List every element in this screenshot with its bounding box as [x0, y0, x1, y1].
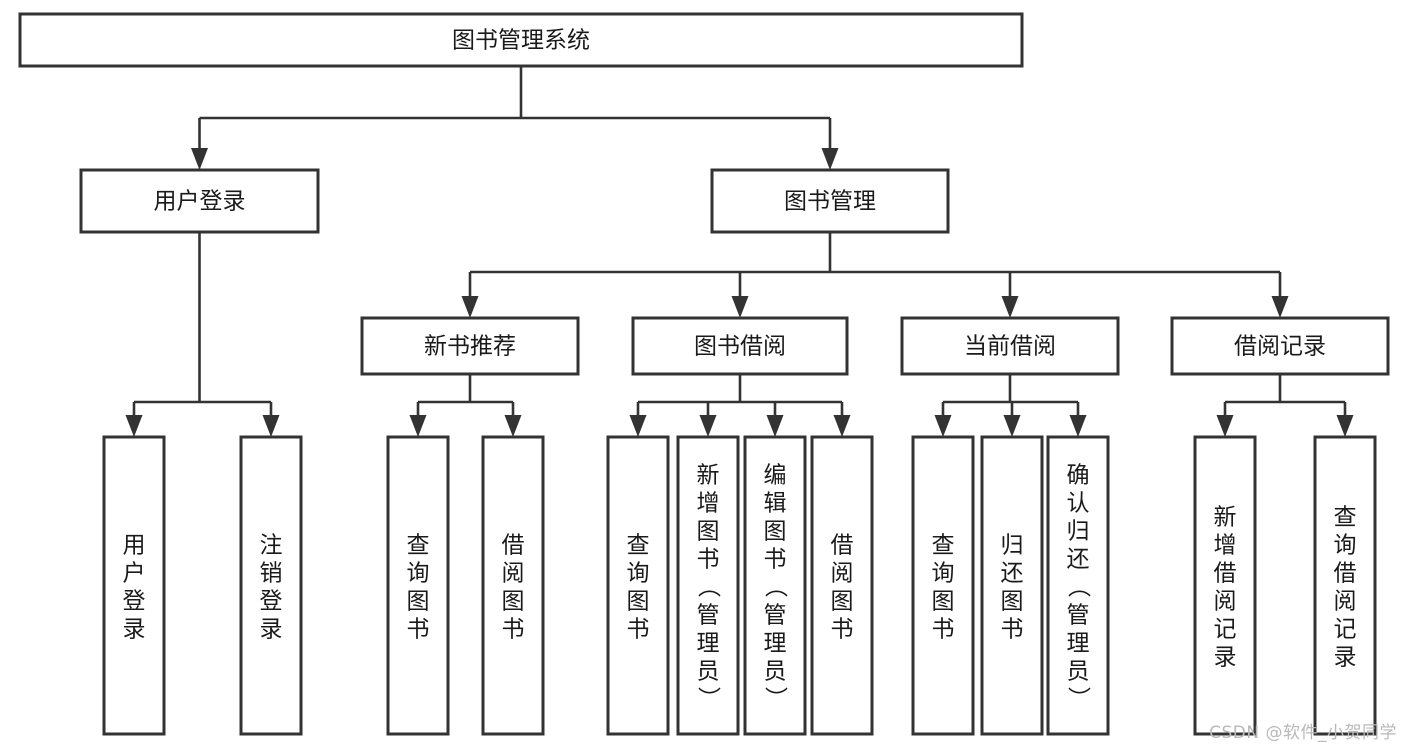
node-label: 归还图书 [1001, 532, 1024, 642]
arrow-head-icon [934, 415, 952, 437]
node-l-query-book-2[interactable]: 查询图书 [606, 435, 670, 736]
arrow-head-icon [699, 415, 717, 437]
node-l-query-book-1[interactable]: 查询图书 [386, 435, 450, 736]
node-root[interactable]: 图书管理系统 [18, 12, 1024, 68]
node-l-edit-book[interactable]: 编辑图书（管理员） [743, 435, 807, 736]
node-box [239, 435, 303, 736]
node-box [911, 435, 975, 736]
node-l-add-book[interactable]: 新增图书（管理员） [676, 435, 740, 736]
node-label: 查询图书 [932, 532, 955, 642]
node-label: 查询图书 [407, 532, 430, 642]
node-box [980, 435, 1044, 736]
node-box [676, 435, 740, 736]
node-l-borrow-book-2[interactable]: 借阅图书 [810, 435, 874, 736]
node-label: 新增借阅记录 [1214, 504, 1237, 670]
node-n-user-login[interactable]: 用户登录 [79, 168, 320, 234]
node-layer: 图书管理系统用户登录图书管理新书推荐图书借阅当前借阅借阅记录用户登录注销登录查询… [18, 12, 1390, 736]
node-label: 用户登录 [123, 532, 146, 642]
node-label: 用户登录 [154, 189, 246, 215]
node-box [386, 435, 450, 736]
node-label: 新书推荐 [424, 334, 516, 360]
node-label: 图书管理系统 [452, 28, 590, 54]
node-n-book-borrow[interactable]: 图书借阅 [631, 316, 849, 376]
arrow-head-icon [504, 415, 522, 437]
node-box [631, 316, 849, 376]
node-label: 新增图书（管理员） [697, 462, 722, 712]
node-label: 借阅图书 [502, 532, 525, 642]
node-l-user-logout[interactable]: 注销登录 [239, 435, 303, 736]
node-box [810, 435, 874, 736]
node-box [900, 316, 1120, 376]
node-l-add-record[interactable]: 新增借阅记录 [1193, 435, 1257, 736]
node-l-user-login[interactable]: 用户登录 [102, 435, 166, 736]
node-box [1046, 435, 1110, 736]
node-box [1170, 316, 1390, 376]
arrow-head-icon [262, 415, 280, 437]
node-box [1313, 435, 1377, 736]
node-l-query-record[interactable]: 查询借阅记录 [1313, 435, 1377, 736]
node-l-borrow-book-1[interactable]: 借阅图书 [481, 435, 545, 736]
arrow-head-icon [833, 415, 851, 437]
node-box [481, 435, 545, 736]
node-box [1193, 435, 1257, 736]
node-label: 图书借阅 [694, 334, 786, 360]
arrow-head-icon [629, 415, 647, 437]
arrow-head-icon [1069, 415, 1087, 437]
node-box [360, 316, 580, 376]
watermark-text: CSDN @软件_小贺同学 [1209, 723, 1397, 743]
node-box [102, 435, 166, 736]
node-label: 当前借阅 [964, 334, 1056, 360]
node-n-borrow-record[interactable]: 借阅记录 [1170, 316, 1390, 376]
node-n-new-book-rec[interactable]: 新书推荐 [360, 316, 580, 376]
node-label: 借阅图书 [831, 532, 854, 642]
arrow-head-icon [1216, 415, 1234, 437]
node-label: 图书管理 [784, 189, 876, 215]
arrow-head-icon [1336, 415, 1354, 437]
node-n-book-manage[interactable]: 图书管理 [710, 168, 950, 234]
node-label: 编辑图书（管理员） [764, 462, 789, 712]
node-label: 查询借阅记录 [1334, 504, 1357, 670]
arrow-head-icon [1001, 296, 1019, 318]
node-box [606, 435, 670, 736]
node-n-current-borrow[interactable]: 当前借阅 [900, 316, 1120, 376]
node-l-query-book-3[interactable]: 查询图书 [911, 435, 975, 736]
node-label: 查询图书 [627, 532, 650, 642]
arrow-head-icon [766, 415, 784, 437]
arrow-head-icon [1003, 415, 1021, 437]
node-label: 注销登录 [260, 532, 283, 642]
node-l-confirm-return[interactable]: 确认归还（管理员） [1046, 435, 1110, 736]
node-l-return-book[interactable]: 归还图书 [980, 435, 1044, 736]
node-label: 确认归还（管理员） [1067, 462, 1092, 712]
arrow-head-icon [409, 415, 427, 437]
node-box [18, 12, 1024, 68]
node-label: 借阅记录 [1234, 334, 1326, 360]
edge-layer [125, 66, 1354, 437]
node-box [79, 168, 320, 234]
arrow-head-icon [191, 148, 208, 170]
arrow-head-icon [125, 415, 143, 437]
arrow-head-icon [731, 296, 749, 318]
arrow-head-icon [1271, 296, 1289, 318]
node-box [710, 168, 950, 234]
arrow-head-icon [461, 296, 479, 318]
arrow-head-icon [821, 148, 839, 170]
node-box [743, 435, 807, 736]
